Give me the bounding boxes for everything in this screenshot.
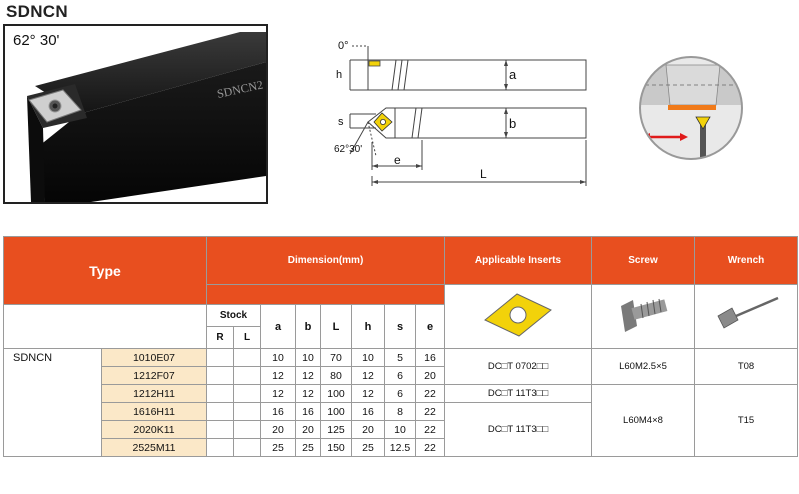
value-cell: 20 <box>295 420 321 439</box>
dim-col-s: s <box>384 304 416 349</box>
stock-l: L <box>233 326 261 349</box>
approach-angle-label: 62° 30' <box>13 32 60 49</box>
value-cell: 22 <box>415 384 445 403</box>
value-cell: 12 <box>295 384 321 403</box>
value-cell: 12 <box>295 366 321 385</box>
stock-label: Stock <box>206 304 261 327</box>
value-cell: 100 <box>320 402 352 421</box>
model-cell: 2020K11 <box>101 420 207 439</box>
dimension-header: Dimension(mm) <box>206 236 445 285</box>
dim-col-a: a <box>260 304 296 349</box>
value-cell: 22 <box>415 402 445 421</box>
value-cell: 100 <box>320 384 352 403</box>
series-name: SDNCN <box>3 348 102 457</box>
value-cell: 16 <box>415 348 445 367</box>
wrench-cell: T08 <box>694 348 798 385</box>
insert-cell: DC□T 0702□□ <box>444 348 592 385</box>
value-cell: 8 <box>384 402 416 421</box>
value-cell: 5 <box>384 348 416 367</box>
value-cell: 10 <box>351 348 385 367</box>
screw-cell: L60M4×8 <box>591 384 695 457</box>
value-cell: 6 <box>384 384 416 403</box>
screw-image-cell <box>591 284 695 349</box>
wrench-image-cell <box>694 284 798 349</box>
spec-table: Type Dimension(mm) Applicable Inserts Sc… <box>3 236 798 457</box>
inserts-header: Applicable Inserts <box>444 236 592 285</box>
clearance-label: 0° <box>338 40 349 52</box>
dim-col-e: e <box>415 304 445 349</box>
value-cell: 16 <box>295 402 321 421</box>
dimension-drawing: 0° h a s b 62°30' e L <box>334 40 587 186</box>
value-cell: 12 <box>260 366 296 385</box>
model-cell: 1212F07 <box>101 366 207 385</box>
s-label: s <box>338 116 344 128</box>
h-label: h <box>336 69 342 81</box>
tool-holder-image: SDNCN2 <box>27 32 266 202</box>
insert-cell: DC□T 11T3□□ <box>444 384 592 403</box>
table-row: 2020K11 20 20 125 20 10 22 <box>4 420 798 439</box>
page-title: SDNCN <box>6 2 68 21</box>
insert-cell: DC□T 11T3□□ <box>444 402 592 457</box>
value-cell: 25 <box>260 438 296 457</box>
value-cell: 10 <box>260 348 296 367</box>
wrench-icon <box>717 296 779 329</box>
tool-photo: 62° 30' SDNCN2 <box>3 24 268 204</box>
b-label: b <box>509 116 516 131</box>
a-label: a <box>509 67 517 82</box>
value-cell: 80 <box>320 366 352 385</box>
model-cell: 1010E07 <box>101 348 207 367</box>
model-cell: 1212H11 <box>101 384 207 403</box>
value-cell: 12 <box>351 384 385 403</box>
stock-r: R <box>206 326 234 349</box>
value-cell: 150 <box>320 438 352 457</box>
L-label: L <box>480 167 487 181</box>
angle-label: 62°30' <box>334 144 362 155</box>
table-row: 1212H11 12 12 100 12 6 22 DC□T 11T3□□ L6… <box>4 384 798 457</box>
screw-header: Screw <box>591 236 695 285</box>
model-cell: 2525M11 <box>101 438 207 457</box>
wrench-header: Wrench <box>694 236 798 285</box>
insert-icon <box>484 293 552 337</box>
value-cell: 12.5 <box>384 438 416 457</box>
dim-col-L: L <box>320 304 352 349</box>
wrench-cell: T15 <box>694 384 798 457</box>
type-header: Type <box>3 236 207 305</box>
value-cell: 6 <box>384 366 416 385</box>
value-cell: 12 <box>260 384 296 403</box>
value-cell: 16 <box>351 402 385 421</box>
value-cell: 70 <box>320 348 352 367</box>
dim-col-h: h <box>351 304 385 349</box>
insert-image-cell <box>444 284 592 349</box>
table-row: 2525M11 25 25 150 25 12.5 22 <box>4 438 798 457</box>
value-cell: 25 <box>351 438 385 457</box>
value-cell: 25 <box>295 438 321 457</box>
screw-cell: L60M2.5×5 <box>591 348 695 385</box>
value-cell: 20 <box>351 420 385 439</box>
application-inset <box>639 56 743 160</box>
value-cell: 22 <box>415 420 445 439</box>
e-label: e <box>394 153 401 167</box>
value-cell: 22 <box>415 438 445 457</box>
model-cell: 1616H11 <box>101 402 207 421</box>
value-cell: 20 <box>415 366 445 385</box>
value-cell: 125 <box>320 420 352 439</box>
value-cell: 12 <box>351 366 385 385</box>
screw-icon <box>621 298 668 332</box>
dim-col-b: b <box>295 304 321 349</box>
value-cell: 10 <box>384 420 416 439</box>
table-row: SDNCN 1010E07 10 10 70 10 5 16 DC□T 0702… <box>3 348 798 457</box>
value-cell: 20 <box>260 420 296 439</box>
value-cell: 10 <box>295 348 321 367</box>
value-cell: 16 <box>260 402 296 421</box>
